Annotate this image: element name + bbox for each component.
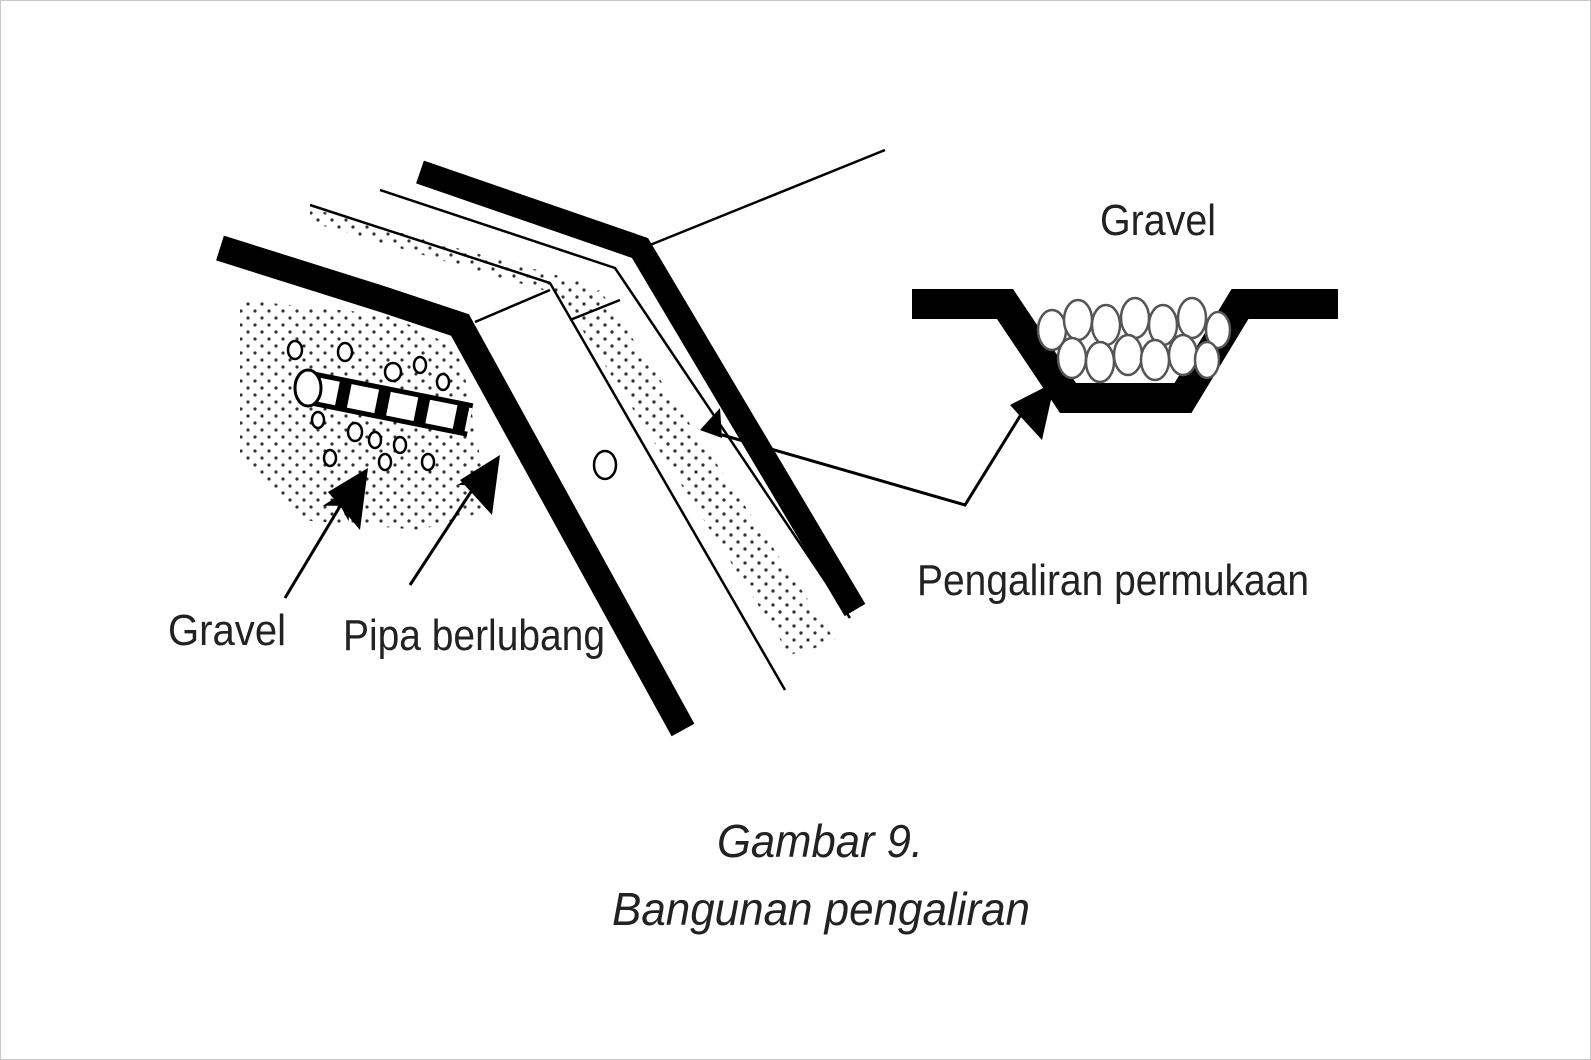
wall-upper — [416, 160, 866, 617]
trench-section — [912, 289, 1338, 413]
gravel-pebbles-trench — [1036, 296, 1232, 384]
label-gravel-left: Gravel — [168, 606, 286, 655]
perforated-pipe — [293, 368, 474, 437]
caption-figure-number: Gambar 9. — [717, 815, 923, 867]
leader-arrows-left — [283, 467, 487, 599]
channel-lines — [309, 148, 886, 691]
surface-drain-arrowhead — [1010, 382, 1055, 440]
wall-lower — [216, 235, 695, 737]
label-gravel-right: Gravel — [1100, 196, 1216, 245]
arrow-head-pipe — [460, 455, 500, 515]
surface-drain-leader — [704, 399, 1032, 507]
caption-title: Bangunan pengaliran — [612, 883, 1030, 935]
gravel-pebbles-left — [286, 339, 618, 481]
arrow-head-gravel — [328, 468, 368, 530]
label-pipe: Pipa berlubang — [343, 611, 605, 660]
channel-arrowhead — [700, 408, 722, 438]
filter-band — [310, 208, 820, 655]
label-surface-drain: Pengaliran permukaan — [917, 556, 1309, 605]
filter-band-inner — [565, 290, 835, 652]
